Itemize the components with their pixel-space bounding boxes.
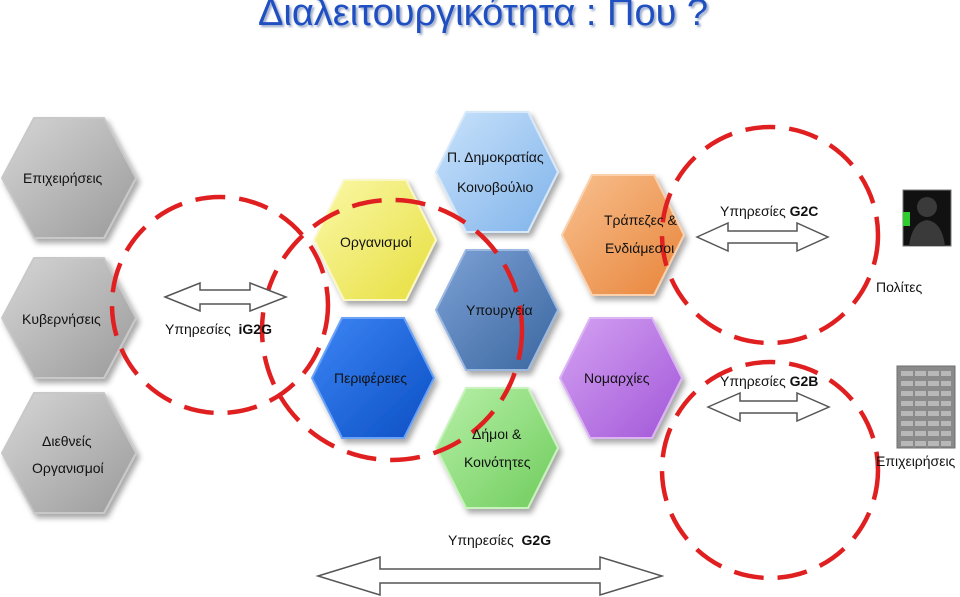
dashed-circle-g2b xyxy=(659,359,881,581)
service-g2b-code: G2B xyxy=(789,373,819,389)
label-service-g2g: Υπηρεσίες G2G xyxy=(448,532,551,548)
hex-ministries xyxy=(434,249,560,371)
arrow-ig2g xyxy=(162,281,289,313)
hex-businesses-left xyxy=(0,117,138,239)
label-prefectures: Νομαρχίες xyxy=(584,370,650,386)
label-citizens: Πολίτες xyxy=(876,279,923,295)
office-building-icon xyxy=(896,365,956,449)
service-ig2g-prefix: Υπηρεσίες xyxy=(165,321,231,337)
service-g2g-prefix: Υπηρεσίες xyxy=(448,532,514,548)
label-ministries: Υπουργεία xyxy=(466,302,533,318)
hex-banks xyxy=(560,174,686,296)
label-parliament-1: Π. Δημοκρατίας xyxy=(447,149,544,165)
person-silhouette-icon xyxy=(902,189,952,247)
label-service-g2c: Υπηρεσίες G2C xyxy=(720,203,818,219)
label-international-orgs-1: Διεθνείς xyxy=(42,433,92,449)
hex-municipalities xyxy=(434,387,560,509)
dashed-circle-ig2g xyxy=(109,194,331,416)
label-banks-1: Τράπεζες & xyxy=(604,212,677,228)
service-g2c-prefix: Υπηρεσίες xyxy=(720,203,786,219)
service-g2g-code: G2G xyxy=(521,532,552,548)
label-banks-2: Ενδιάμεσοι xyxy=(605,240,675,256)
hex-regions xyxy=(310,317,436,439)
label-municipalities-1: Δήμοι & xyxy=(472,426,522,442)
hex-governments xyxy=(0,257,138,379)
dashed-circle-g2c xyxy=(659,124,881,346)
arrow-g2g xyxy=(315,555,665,597)
label-regions: Περιφέρειες xyxy=(334,370,408,386)
label-businesses-right: Επιχειρήσεις xyxy=(876,453,956,469)
label-businesses-left: Επιχειρήσεις xyxy=(23,170,103,186)
hex-prefectures xyxy=(558,317,684,439)
service-g2b-prefix: Υπηρεσίες xyxy=(720,373,786,389)
label-organisations: Οργανισμοί xyxy=(340,234,412,250)
page-title: Διαλειτουργικότητα : Που ? xyxy=(258,0,709,34)
label-service-g2b: Υπηρεσίες G2B xyxy=(720,373,818,389)
label-municipalities-2: Κοινότητες xyxy=(464,454,531,470)
arrow-g2c xyxy=(695,221,830,253)
service-ig2g-code: iG2G xyxy=(238,321,272,337)
hex-organisations xyxy=(312,179,438,301)
arrow-g2b xyxy=(706,391,831,423)
label-international-orgs-2: Οργανισμοί xyxy=(32,460,104,476)
hex-international-orgs xyxy=(0,392,138,514)
dashed-circle-g2g xyxy=(259,197,525,463)
label-service-ig2g: Υπηρεσίες iG2G xyxy=(165,321,272,337)
label-governments: Κυβερνήσεις xyxy=(22,311,101,327)
service-g2c-code: G2C xyxy=(789,203,819,219)
hex-parliament xyxy=(434,111,560,233)
label-parliament-2: Κοινοβούλιο xyxy=(457,179,534,195)
